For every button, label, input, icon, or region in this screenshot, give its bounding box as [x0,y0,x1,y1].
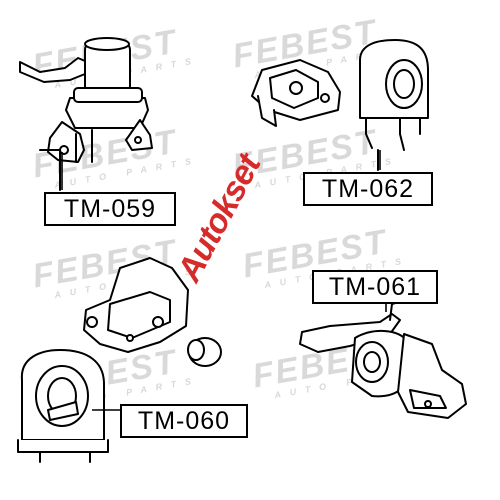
part-tm-059-drawing [19,37,153,191]
part-label-tm-062: TM-062 [303,172,433,206]
part-tm-062-drawing [251,39,429,171]
part-label-tm-061: TM-061 [312,270,438,304]
part-tm-061-drawing [299,299,467,419]
part-middle-bracket-drawing [83,257,222,367]
part-tm-060-drawing [17,349,109,463]
part-label-tm-060: TM-060 [120,404,248,438]
part-label-tm-059: TM-059 [44,192,176,226]
